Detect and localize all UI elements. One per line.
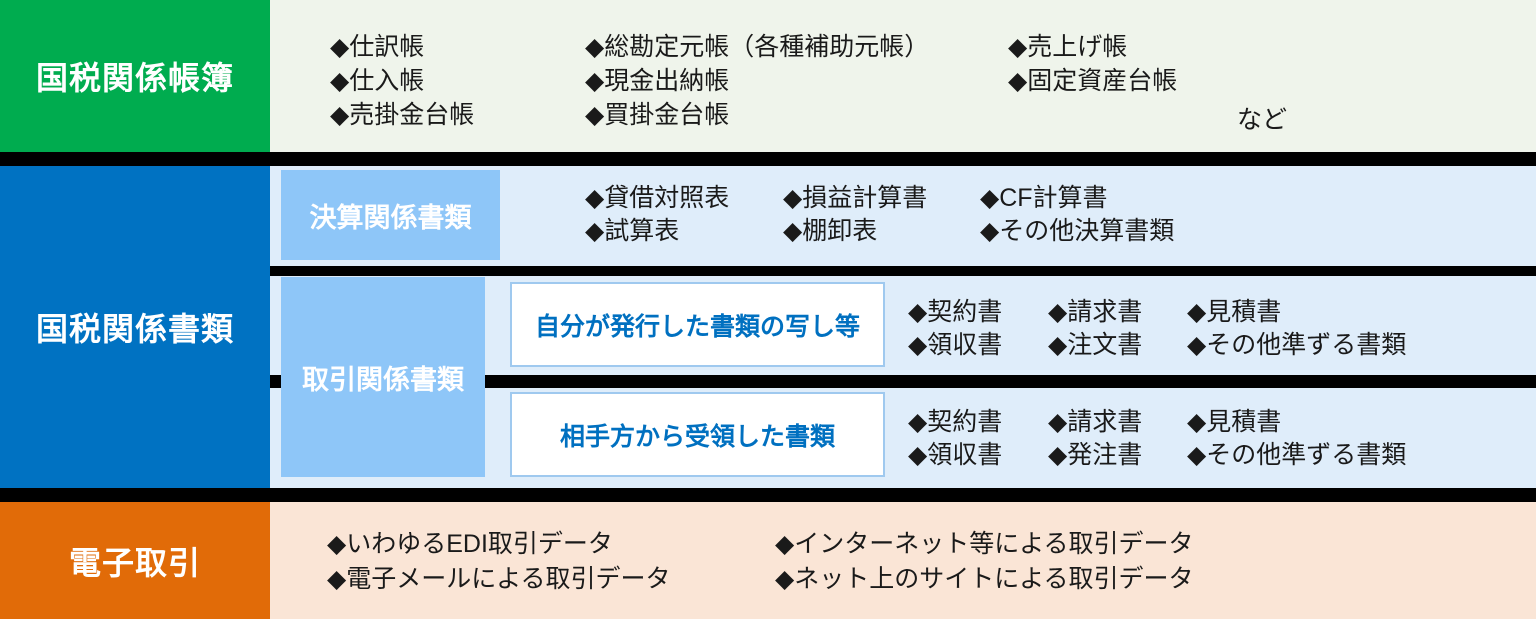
electronic-item: ◆インターネット等による取引データ [775,530,1194,558]
settlement-item: ◆棚卸表 [783,217,878,245]
issued-item: ◆その他準ずる書類 [1187,331,1407,359]
settlement-item: ◆損益計算書 [783,184,928,212]
section-national-tax-books: 国税関係帳簿 ◆仕訳帳 ◆仕入帳 ◆売掛金台帳 ◆総勘定元帳（各種補助元帳） ◆… [0,0,1536,152]
book-item: ◆固定資産台帳 [1008,67,1178,95]
settlement-item: ◆その他決算書類 [980,217,1175,245]
books-column-3: ◆売上げ帳 ◆固定資産台帳 [1008,30,1177,98]
electronic-item: ◆電子メールによる取引データ [327,565,671,593]
book-item: ◆現金出納帳 [585,67,730,95]
issued-documents-box: 自分が発行した書類の写し等 [510,282,885,367]
received-item: ◆見積書 [1187,408,1282,436]
divider-bar [270,266,1536,276]
electronic-item: ◆ネット上のサイトによる取引データ [775,565,1194,593]
electronic-column-2: ◆インターネット等による取引データ ◆ネット上のサイトによる取引データ [775,527,1193,597]
electronic-section-label: 電子取引 [0,502,270,619]
issued-item: ◆契約書 [908,298,1003,326]
received-item: ◆契約書 [908,408,1003,436]
book-item: ◆仕訳帳 [330,33,425,61]
book-item: ◆売掛金台帳 [330,101,475,129]
issued-item: ◆見積書 [1187,298,1282,326]
documents-content: 決算関係書類 ◆貸借対照表 ◆損益計算書 ◆CF計算書 ◆試算表 ◆棚卸表 ◆そ… [270,166,1536,488]
section-electronic-transactions: 電子取引 ◆いわゆるEDI取引データ ◆電子メールによる取引データ ◆インターネ… [0,502,1536,619]
documents-section-label: 国税関係書類 [0,166,270,488]
electronic-content: ◆いわゆるEDI取引データ ◆電子メールによる取引データ ◆インターネット等によ… [270,502,1536,619]
settlement-item: ◆貸借対照表 [585,184,730,212]
electronic-item: ◆いわゆるEDI取引データ [327,530,613,558]
book-item: ◆仕入帳 [330,67,425,95]
issued-items: ◆契約書 ◆請求書 ◆見積書 ◆領収書 ◆注文書 ◆その他準ずる書類 [908,296,1406,362]
transaction-documents-label: 取引関係書類 [281,277,485,477]
settlement-items: ◆貸借対照表 ◆損益計算書 ◆CF計算書 ◆試算表 ◆棚卸表 ◆その他決算書類 [585,182,1174,248]
received-item: ◆領収書 [908,441,1003,469]
book-item: ◆買掛金台帳 [585,101,730,129]
received-item: ◆請求書 [1048,408,1143,436]
divider-bar [0,488,1536,502]
issued-item: ◆請求書 [1048,298,1143,326]
books-column-1: ◆仕訳帳 ◆仕入帳 ◆売掛金台帳 [330,30,474,132]
divider-bar [0,152,1536,166]
etc-label: など [1237,106,1288,134]
divider-bar [270,375,1536,388]
books-column-2: ◆総勘定元帳（各種補助元帳） ◆現金出納帳 ◆買掛金台帳 [585,30,929,132]
received-documents-box: 相手方から受領した書類 [510,392,885,477]
settlement-item: ◆試算表 [585,217,680,245]
book-item: ◆総勘定元帳（各種補助元帳） [585,33,930,61]
book-item: ◆売上げ帳 [1008,33,1128,61]
electronic-column-1: ◆いわゆるEDI取引データ ◆電子メールによる取引データ [327,527,670,597]
books-content: ◆仕訳帳 ◆仕入帳 ◆売掛金台帳 ◆総勘定元帳（各種補助元帳） ◆現金出納帳 ◆… [270,0,1536,152]
received-items: ◆契約書 ◆請求書 ◆見積書 ◆領収書 ◆発注書 ◆その他準ずる書類 [908,406,1406,472]
settlement-item: ◆CF計算書 [980,184,1108,212]
received-item: ◆発注書 [1048,441,1143,469]
books-section-label: 国税関係帳簿 [0,0,270,152]
issued-item: ◆注文書 [1048,331,1143,359]
received-item: ◆その他準ずる書類 [1187,441,1407,469]
issued-item: ◆領収書 [908,331,1003,359]
section-national-tax-documents: 国税関係書類 決算関係書類 ◆貸借対照表 ◆損益計算書 ◆CF計算書 ◆試算表 … [0,166,1536,488]
settlement-documents-label: 決算関係書類 [281,170,500,260]
